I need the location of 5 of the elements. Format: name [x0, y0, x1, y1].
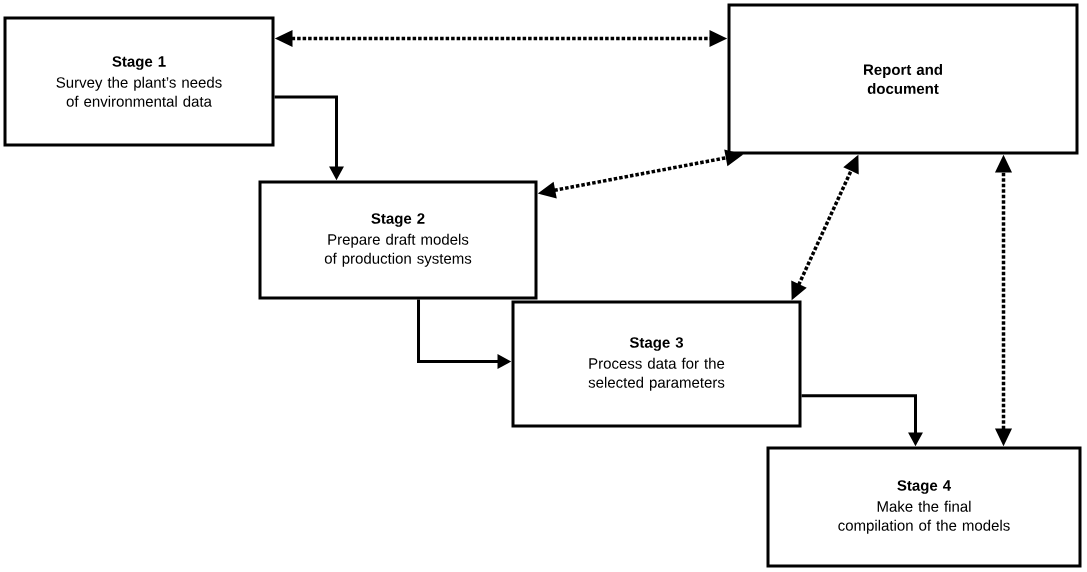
process-box: Report and document: [727, 3, 1079, 155]
process-box: Stage 2 Prepare draft models of production systems: [258, 180, 538, 300]
process-box: Stage 4 Make the final compilation of the models: [766, 446, 1082, 568]
process-box: Stage 3 Process data for the selected parameters: [511, 300, 802, 428]
process-box: Stage 1 Survey the plant’s needs of environmental data: [3, 16, 275, 147]
